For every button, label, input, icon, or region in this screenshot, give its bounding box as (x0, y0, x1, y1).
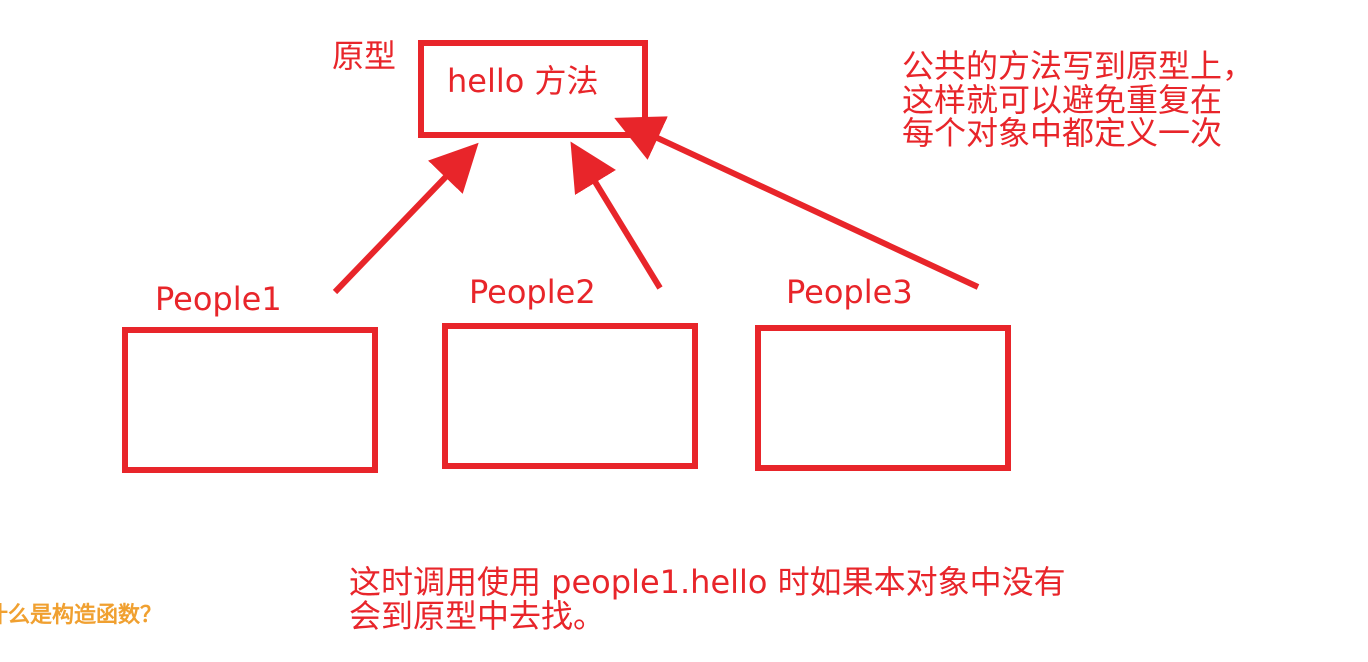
hello-method-label: hello 方法 (447, 62, 599, 100)
lookup-note-line: 这时调用使用 people1.hello 时如果本对象中没有 (349, 563, 1066, 601)
people1-box (122, 327, 378, 473)
side-heading: 什么是构造函数？ (0, 603, 163, 628)
people3-label: People3 (786, 273, 913, 311)
prototype-box (418, 40, 648, 138)
arrow-people3-to-prototype (614, 116, 980, 290)
arrow-people2-to-prototype (570, 141, 663, 290)
prototype-note-line: 每个对象中都定义一次 (902, 114, 1223, 153)
arrow-people1-to-prototype (332, 142, 479, 295)
people2-box (442, 323, 698, 469)
prototype-note-line: 这样就可以避免重复在 (902, 80, 1223, 119)
prototype-note: 公共的方法写到原型上， 这样就可以避免重复在 每个对象中都定义一次 (902, 47, 1342, 153)
prototype-label: 原型 (332, 37, 397, 75)
people1-label: People1 (155, 280, 282, 318)
people3-box (755, 325, 1011, 471)
people2-label: People2 (469, 273, 596, 311)
prototype-note-line: 公共的方法写到原型上， (902, 47, 1255, 85)
lookup-note-line: 会到原型中去找。 (349, 596, 606, 635)
lookup-note: 这时调用使用 people1.hello 时如果本对象中没有 会到原型中去找。 (349, 563, 1066, 635)
